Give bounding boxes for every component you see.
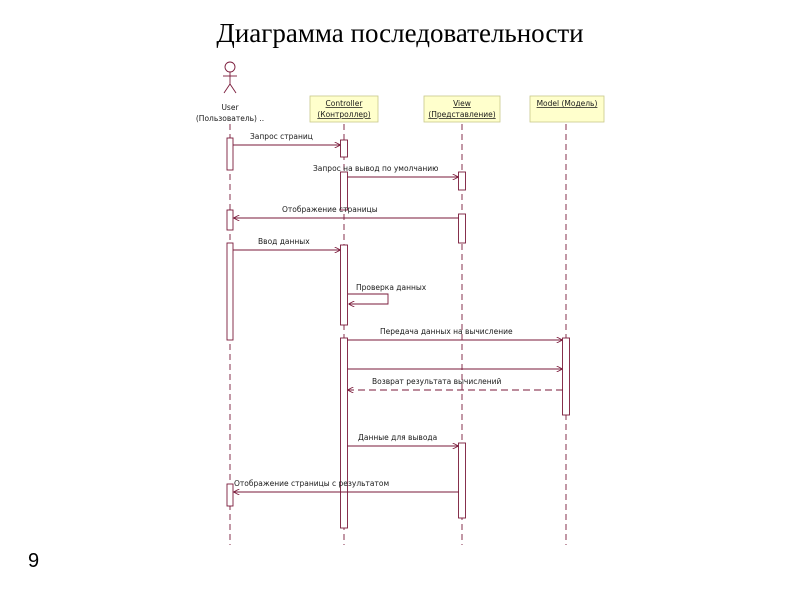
message-label: Ввод данных (258, 237, 310, 246)
participant-model-name: Model (Модель) (537, 99, 598, 108)
actor-leg-right (229, 83, 237, 94)
activation-bar-user (226, 209, 234, 231)
activation-bar-user (226, 137, 234, 171)
participant-view-name: View (453, 99, 471, 108)
message-9: Данные для вывода (347, 433, 458, 446)
activation-bar-user (226, 483, 234, 507)
activation-bar-view (458, 442, 466, 519)
message-label: Запрос на вывод по умолчанию (313, 164, 438, 173)
activation-bar-controller (340, 171, 348, 211)
participant-user-name: User (221, 103, 239, 112)
activation-bar-controller (340, 337, 348, 529)
participant-box-controller (309, 95, 379, 123)
message-1: Запрос страниц (233, 132, 340, 145)
message-label: Отображение страницы с результатом (234, 479, 389, 488)
message-4: Ввод данных (233, 237, 340, 250)
activation-bars (226, 137, 570, 529)
message-label: Возврат результата вычислений (372, 377, 502, 386)
actor-head (224, 61, 236, 73)
participant-box-model (529, 95, 605, 123)
message-3: Отображение страницы (234, 205, 459, 218)
message-label: Запрос страниц (250, 132, 313, 141)
slide-title: Диаграмма последовательности (216, 18, 584, 48)
page-number: 9 (28, 550, 40, 572)
activation-bar-user (226, 242, 234, 341)
message-label: Отображение страницы (282, 205, 378, 214)
actor-leg-left (223, 83, 231, 94)
message-5: Проверка данных (348, 283, 427, 304)
message-10: Отображение страницы с результатом (234, 479, 459, 492)
message-2: Запрос на вывод по умолчанию (313, 164, 458, 177)
participant-user-role: (Пользователь) .. (196, 114, 264, 123)
participant-controller-name: Controller (326, 99, 364, 108)
self-message-arrow (348, 293, 389, 304)
message-label: Проверка данных (356, 283, 427, 292)
activation-bar-model (562, 337, 570, 416)
participant-box-view (423, 95, 501, 123)
participant-headers: User (Пользователь) .. Controller (Контролл… (196, 61, 605, 123)
participant-controller-role: (Контроллер) (317, 110, 370, 119)
message-label: Данные для вывода (358, 433, 437, 442)
actor-user-icon (223, 61, 237, 94)
activation-bar-controller (340, 244, 348, 326)
message-label: Передача данных на вычисление (380, 327, 513, 336)
participant-view-role: (Представление) (428, 110, 495, 119)
activation-bar-view (458, 213, 466, 244)
activation-bar-view (458, 171, 466, 191)
activation-bar-controller (340, 139, 348, 158)
message-6: Передача данных на вычисление (347, 327, 562, 340)
message-8: Возврат результата вычислений (348, 377, 563, 390)
